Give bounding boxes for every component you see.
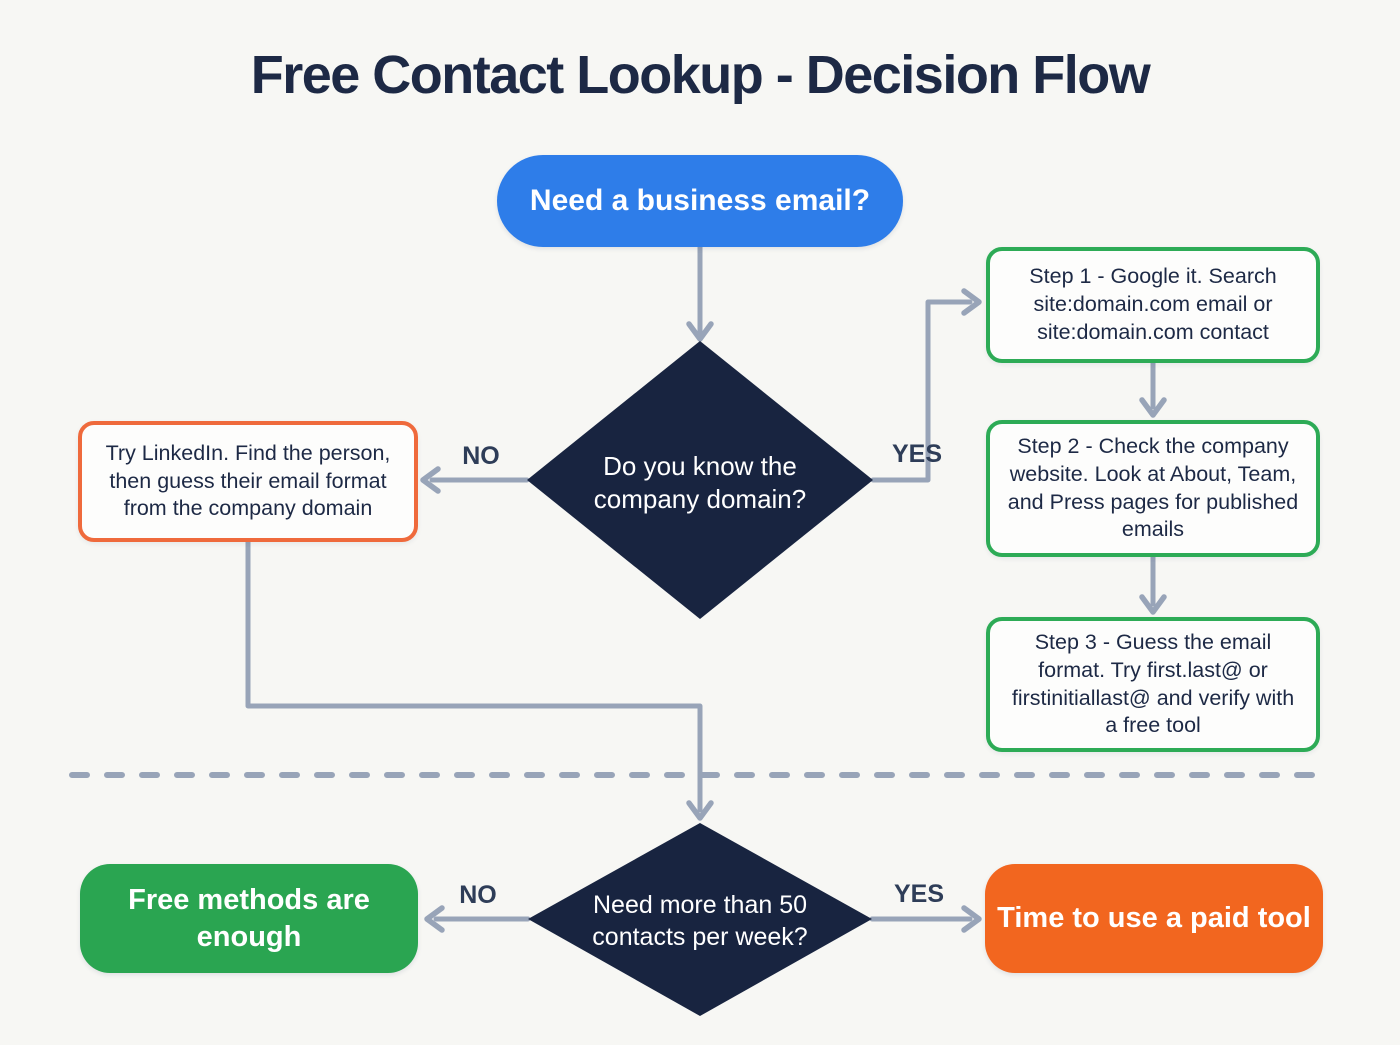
page-title: Free Contact Lookup - Decision Flow	[250, 45, 1151, 105]
arrow-down-icon	[686, 800, 714, 821]
arrow-down-icon	[686, 321, 714, 342]
arrow-down-icon	[1139, 397, 1167, 418]
decision1-no-label: NO	[462, 442, 500, 470]
arrow-left-icon	[420, 466, 441, 494]
arrow-right-icon	[961, 288, 982, 316]
start-node: Need a business email?	[497, 155, 903, 247]
decision1-yes-label: YES	[891, 440, 943, 468]
decision2-yes-label: YES	[893, 880, 945, 908]
decision1-question: Do you know the company domain?	[593, 450, 807, 514]
decision1-diamond	[527, 341, 873, 619]
arrow-left-icon	[424, 905, 445, 933]
arrow-right-icon	[961, 905, 982, 933]
connector-linkedin-to-decision2	[245, 539, 703, 813]
decision2-diamond	[528, 823, 872, 1016]
step2-box: Step 2 - Check the company website. Look…	[986, 420, 1320, 557]
connector-decision1-yes	[870, 299, 973, 483]
outcome-free-node: Free methods are enough	[80, 864, 418, 973]
outcome-paid-node: Time to use a paid tool	[985, 864, 1323, 973]
decision2-no-label: NO	[459, 881, 497, 909]
step3-box: Step 3 - Guess the email format. Try fir…	[986, 617, 1320, 752]
linkedin-fallback-box: Try LinkedIn. Find the person, then gues…	[78, 421, 418, 542]
step1-box: Step 1 - Google it. Search site:domain.c…	[986, 247, 1320, 363]
arrow-down-icon	[1139, 594, 1167, 615]
decision2-question: Need more than 50 contacts per week?	[592, 890, 808, 951]
